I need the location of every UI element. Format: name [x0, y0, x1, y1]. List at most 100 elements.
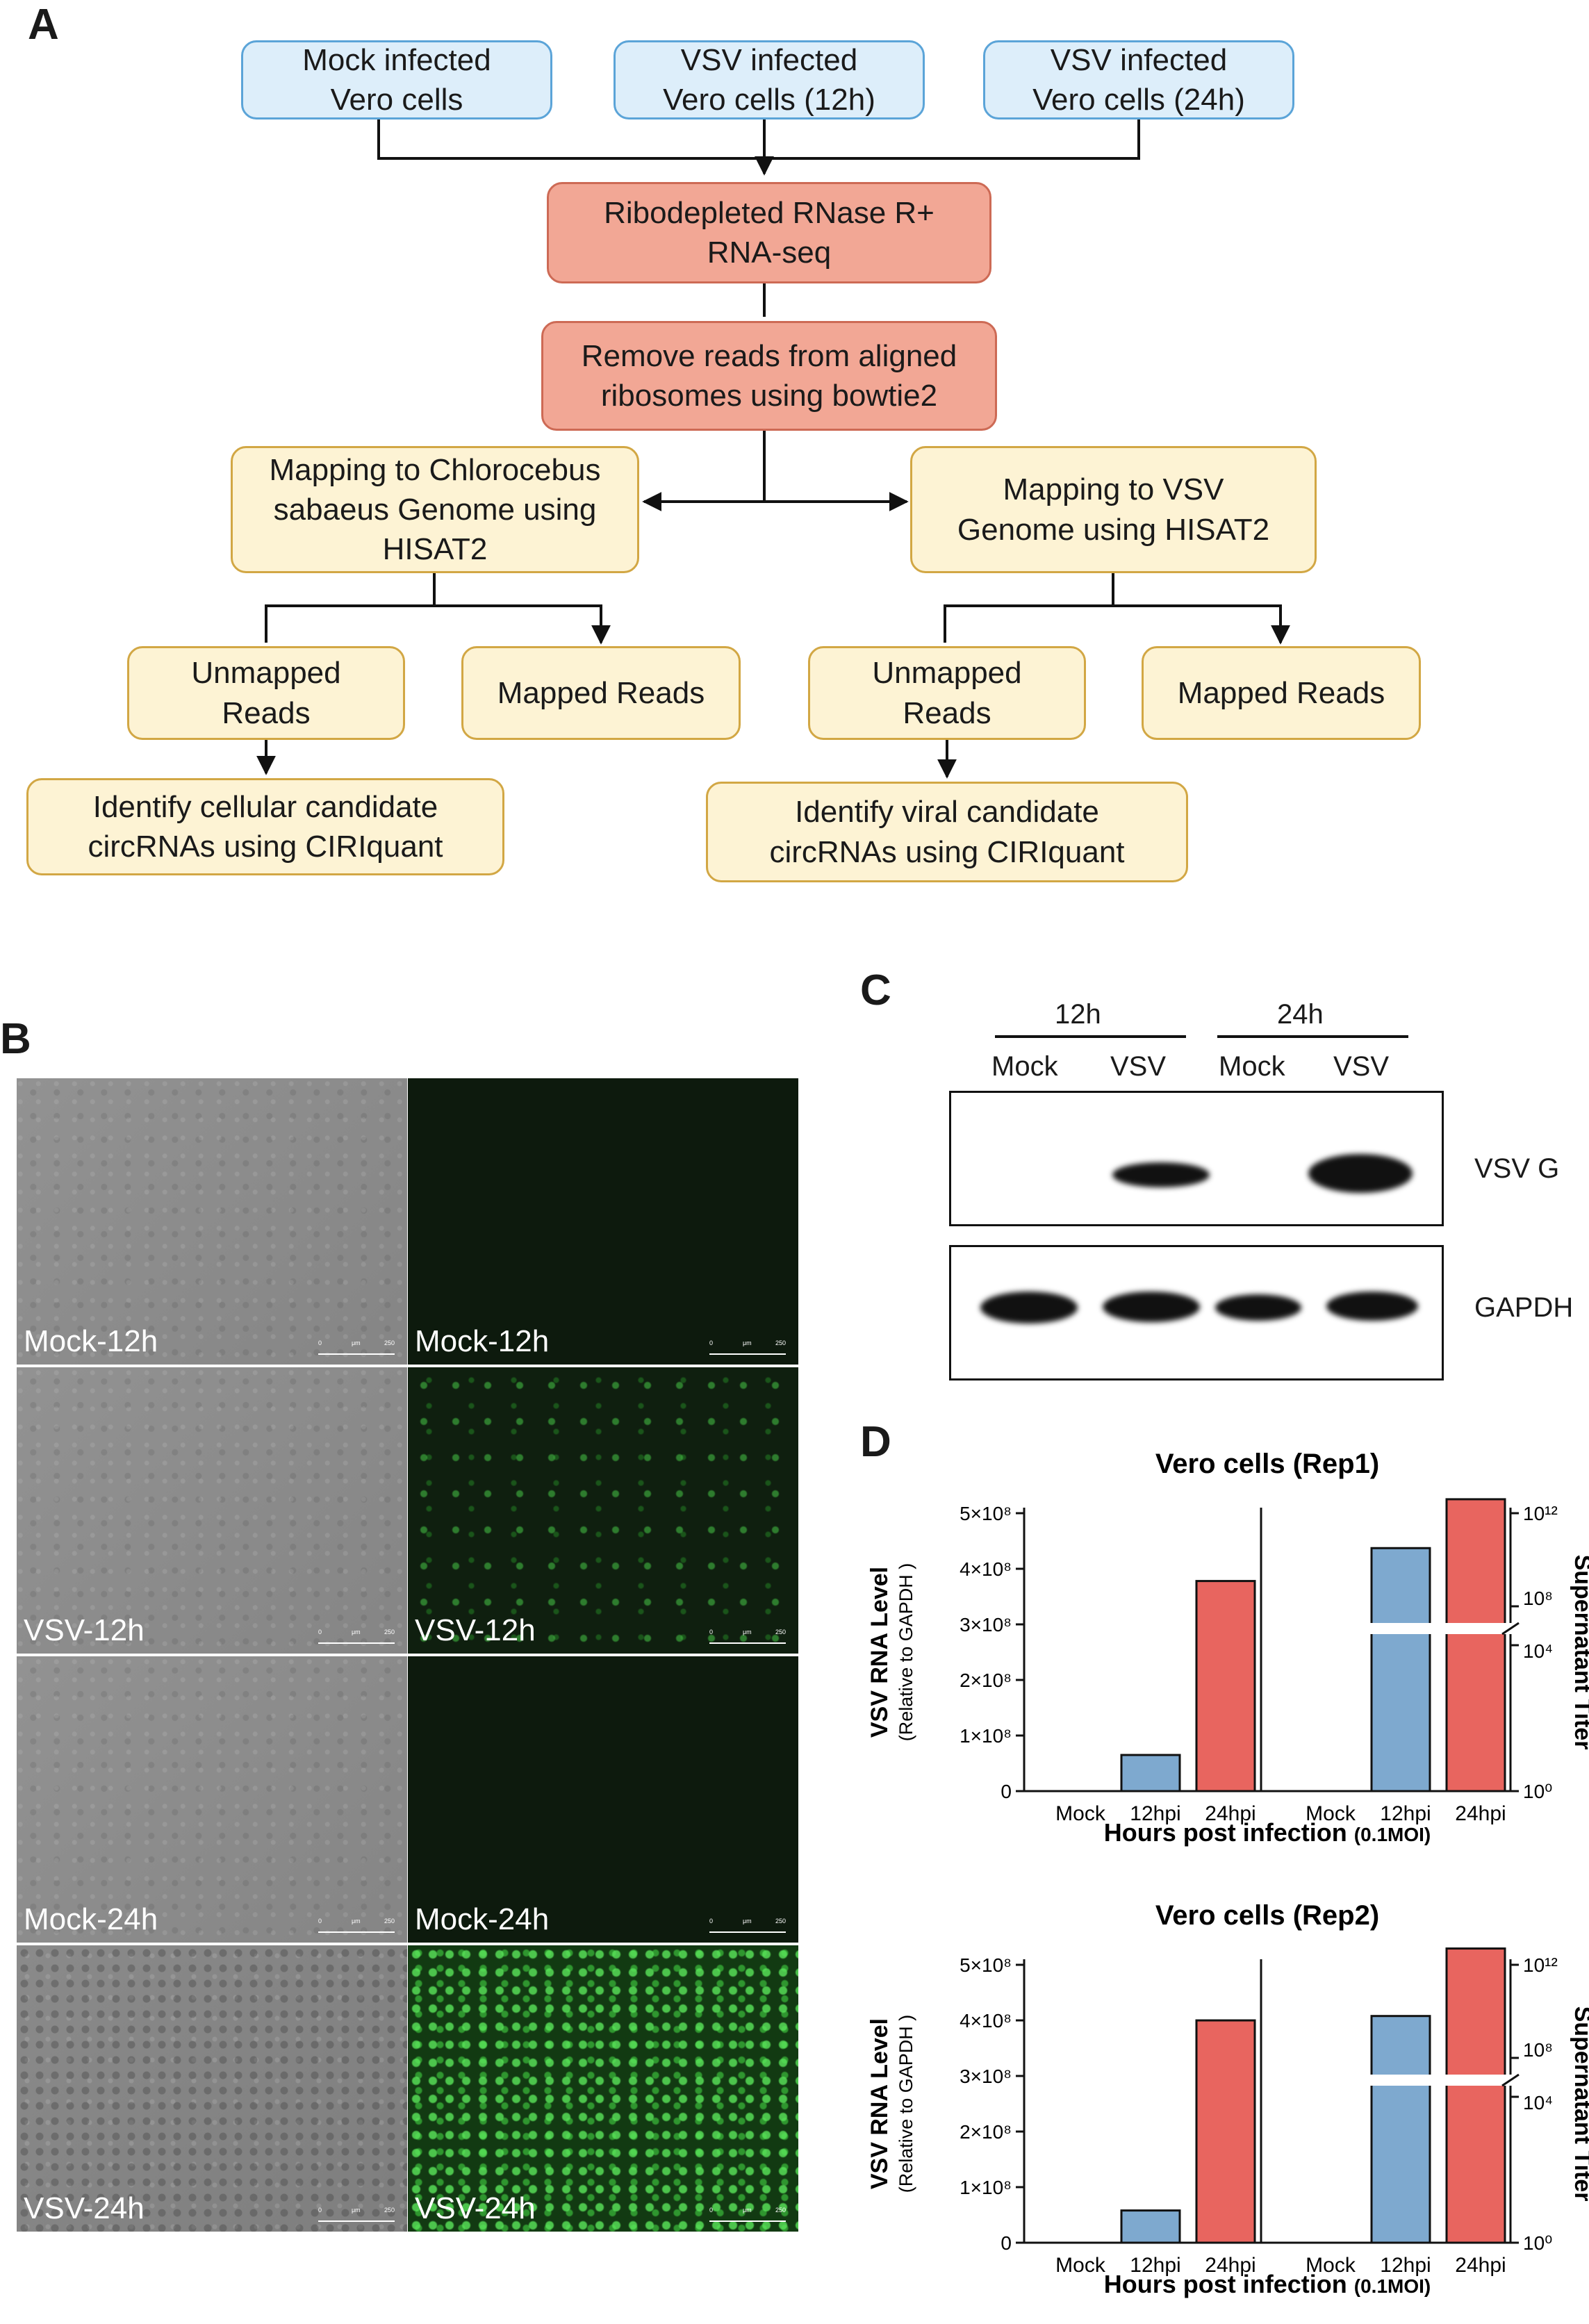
blot-gapdh-membrane: [949, 1245, 1444, 1381]
scale-unit: μm: [743, 1340, 752, 1346]
gapdh-band: [1103, 1292, 1200, 1322]
panel-label-b: B: [0, 1015, 31, 1063]
node-line: Unmapped: [872, 656, 1022, 691]
y-tick-label: 1×10⁸: [960, 1725, 1012, 1747]
bar-24hpi: [1195, 2019, 1256, 2244]
node-line: Mapping to VSV: [1003, 472, 1224, 507]
scale-max: 250: [775, 2207, 786, 2214]
y-axis-sublabel: (Relative to GAPDH ): [896, 1563, 916, 1742]
scale-unit: μm: [743, 1629, 752, 1635]
gapdh-band: [1326, 1292, 1418, 1321]
axis-break-gap: [1265, 2075, 1516, 2086]
bar-titer-12hpi: [1370, 2015, 1431, 2244]
axis-break-gap: [1265, 1623, 1516, 1634]
y-axis-label: VSV RNA Level: [866, 1567, 893, 1738]
bar-titer-12hpi: [1370, 1547, 1431, 1793]
x-tick-label: Mock: [1055, 1802, 1106, 1825]
micrograph-vsv-12h-brightfield: VSV-12h 0 μm 250: [17, 1367, 407, 1654]
y2-tick-label: 10⁰: [1523, 2232, 1552, 2254]
y2-tick-label: 10⁰: [1523, 1781, 1552, 1802]
node-line: Unmapped: [191, 656, 341, 691]
node-line: Vero cells (24h): [1032, 83, 1245, 117]
panel-label-a: A: [28, 1, 59, 49]
scale-unit: μm: [352, 1629, 361, 1635]
node-line: Genome using HISAT2: [957, 512, 1270, 547]
x-axis-label: Hours post infection (0.1MOI): [1104, 1818, 1431, 1847]
blot-vsvg-membrane: [949, 1091, 1444, 1226]
time-group-12h: 12h: [1055, 999, 1101, 1030]
panel-label-d: D: [860, 1418, 891, 1466]
node-line: sabaeus Genome using: [273, 492, 597, 527]
merge-connector: [377, 120, 1140, 174]
node-line: HISAT2: [382, 532, 488, 567]
scale-max: 250: [384, 1629, 395, 1635]
bar-chart-rep1: Vero cells (Rep1)01×10⁸2×10⁸3×10⁸4×10⁸5×…: [866, 1449, 1589, 1847]
panel-label-c: C: [860, 966, 891, 1014]
x-axis-label-sub: (0.1MOI): [1354, 2275, 1431, 2297]
scale-unit: μm: [743, 1918, 752, 1925]
scale-zero: 0: [709, 2207, 714, 2214]
x-tick-label: 24hpi: [1205, 1802, 1255, 1825]
y2-tick-label: 10¹²: [1523, 1954, 1558, 1976]
identify-cellular-node: Identify cellular candidate circRNAs usin…: [26, 778, 504, 875]
x-tick-label: 24hpi: [1455, 1802, 1506, 1825]
bar-chart-rep2: Vero cells (Rep2)01×10⁸2×10⁸3×10⁸4×10⁸5×…: [866, 1900, 1589, 2298]
y-tick-label: 4×10⁸: [960, 2010, 1012, 2032]
x-tick-label: 12hpi: [1380, 1802, 1431, 1825]
node-line: circRNAs using CIRIquant: [88, 830, 443, 864]
x-axis-label-main: Hours post infection: [1104, 2270, 1354, 2298]
y-tick-label: 2×10⁸: [960, 2121, 1012, 2143]
y2-tick-label: 10⁸: [1523, 1588, 1553, 1609]
y-tick-label: 5×10⁸: [960, 1503, 1012, 1524]
scale-max: 250: [775, 1918, 786, 1925]
scale-zero: 0: [318, 1918, 322, 1925]
flowchart-connectors: [256, 120, 1589, 779]
bar-titer-24hpi: [1445, 1947, 1506, 2244]
node-line: Mapped Reads: [1177, 675, 1385, 710]
rnaseq-node: Ribodepleted RNase R+RNA-seq: [547, 182, 991, 283]
x-tick-label: 24hpi: [1455, 2254, 1506, 2277]
node-line: Vero cells (12h): [663, 83, 875, 117]
x-axis-label: Hours post infection (0.1MOI): [1104, 2270, 1431, 2298]
micrograph-label: VSV-12h: [24, 1613, 145, 1647]
y-tick-label: 0: [1001, 1781, 1012, 1802]
scale-zero: 0: [318, 1629, 322, 1635]
node-line: VSV infected: [1050, 42, 1228, 77]
host-mapped-reads-node: Mapped Reads: [461, 646, 741, 740]
vsv-split-arrowheads: [944, 604, 1281, 643]
bar-12hpi: [1120, 1754, 1181, 1793]
scale-unit: μm: [352, 1918, 361, 1925]
scale-unit: μm: [352, 1340, 361, 1346]
y2-tick-label: 10¹²: [1523, 1503, 1558, 1524]
micrograph-label: Mock-24h: [24, 1902, 158, 1936]
scale-max: 250: [384, 2207, 395, 2214]
node-line: Identify cellular candidate: [92, 789, 438, 824]
y-axis-sublabel: (Relative to GAPDH ): [896, 2015, 916, 2193]
gapdh-band: [980, 1292, 1078, 1324]
node-line: Identify viral candidate: [795, 795, 1099, 830]
y2-tick-label: 10⁴: [1523, 1640, 1553, 1662]
scale-max: 250: [384, 1340, 395, 1346]
scale-zero: 0: [709, 1629, 714, 1635]
node-line: RNA-seq: [707, 236, 832, 270]
node-line: Remove reads from aligned: [581, 338, 957, 373]
node-line: Mapped Reads: [497, 675, 705, 710]
node-line: VSV infected: [680, 42, 858, 77]
y2-tick-label: 10⁴: [1523, 2092, 1553, 2113]
lane-label: Mock: [991, 1051, 1058, 1082]
bar-12hpi: [1120, 2209, 1181, 2244]
scale-max: 250: [775, 1340, 786, 1346]
